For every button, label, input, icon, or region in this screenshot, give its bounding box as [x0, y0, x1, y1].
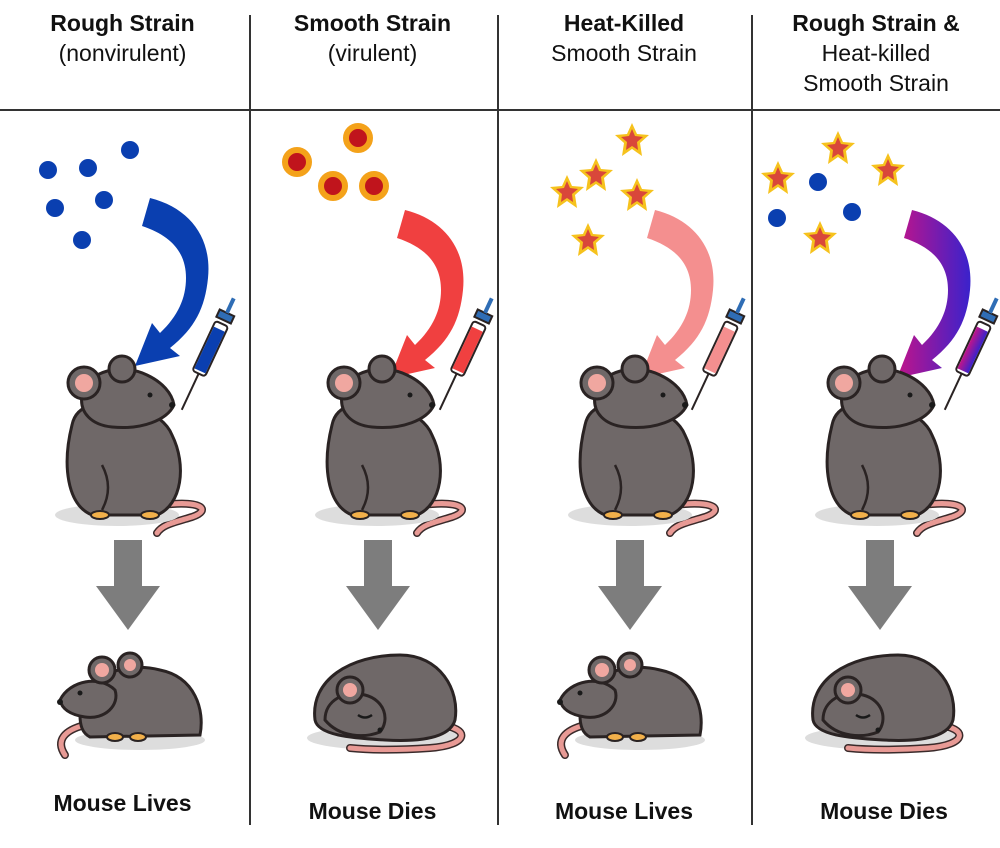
syringe-pink — [683, 293, 752, 415]
dead-mouse-4 — [805, 655, 961, 750]
syringe-purple — [936, 293, 1000, 415]
outcome-label-4: Mouse Dies — [820, 798, 948, 824]
down-arrow-1 — [96, 540, 160, 630]
title-line-1: Rough Strain & — [792, 10, 960, 36]
outcome-label-1: Mouse Lives — [53, 790, 192, 816]
syringe-red — [431, 293, 500, 415]
sitting-mouse-4 — [815, 356, 962, 533]
mixture-bacteria — [761, 131, 905, 254]
syringe-blue — [173, 293, 242, 415]
down-arrow-2 — [346, 540, 410, 630]
down-arrow-4 — [848, 540, 912, 630]
smooth-bacteria-cluster — [282, 123, 389, 201]
curved-arrow-blue — [135, 198, 209, 366]
title-line-2: (virulent) — [327, 40, 418, 66]
title-line-1: Heat-Killed — [563, 10, 685, 36]
title-line-3: Smooth Strain — [803, 70, 949, 96]
title-line-1: Smooth Strain — [293, 10, 452, 36]
column-title-smooth: Smooth Strain (virulent) — [250, 8, 495, 68]
curved-arrow-pink — [640, 210, 714, 378]
sitting-mouse-3 — [568, 356, 715, 533]
alive-mouse-3 — [557, 653, 705, 755]
sitting-mouse-2 — [315, 356, 462, 533]
curved-arrow-gradient — [897, 210, 971, 378]
outcome-label-3: Mouse Lives — [554, 798, 694, 824]
title-line-2: (nonvirulent) — [58, 40, 187, 66]
dead-mouse-2 — [307, 655, 463, 750]
alive-mouse-1 — [57, 653, 205, 755]
column-title-mixture: Rough Strain & Heat-killed Smooth Strain — [752, 8, 1000, 98]
title-line-2: Smooth Strain — [551, 40, 697, 66]
down-arrow-3 — [598, 540, 662, 630]
column-title-rough: Rough Strain (nonvirulent) — [0, 8, 245, 68]
outcome-label-2: Mouse Dies — [308, 798, 437, 824]
title-line-2: Heat-killed — [821, 40, 931, 66]
sitting-mouse-1 — [55, 356, 202, 533]
heat-killed-stars — [550, 123, 654, 256]
title-line-1: Rough Strain — [50, 10, 195, 36]
curved-arrow-red — [390, 210, 464, 378]
rough-bacteria-cluster — [39, 141, 139, 249]
column-title-heat-killed: Heat-Killed Smooth Strain — [498, 8, 750, 68]
